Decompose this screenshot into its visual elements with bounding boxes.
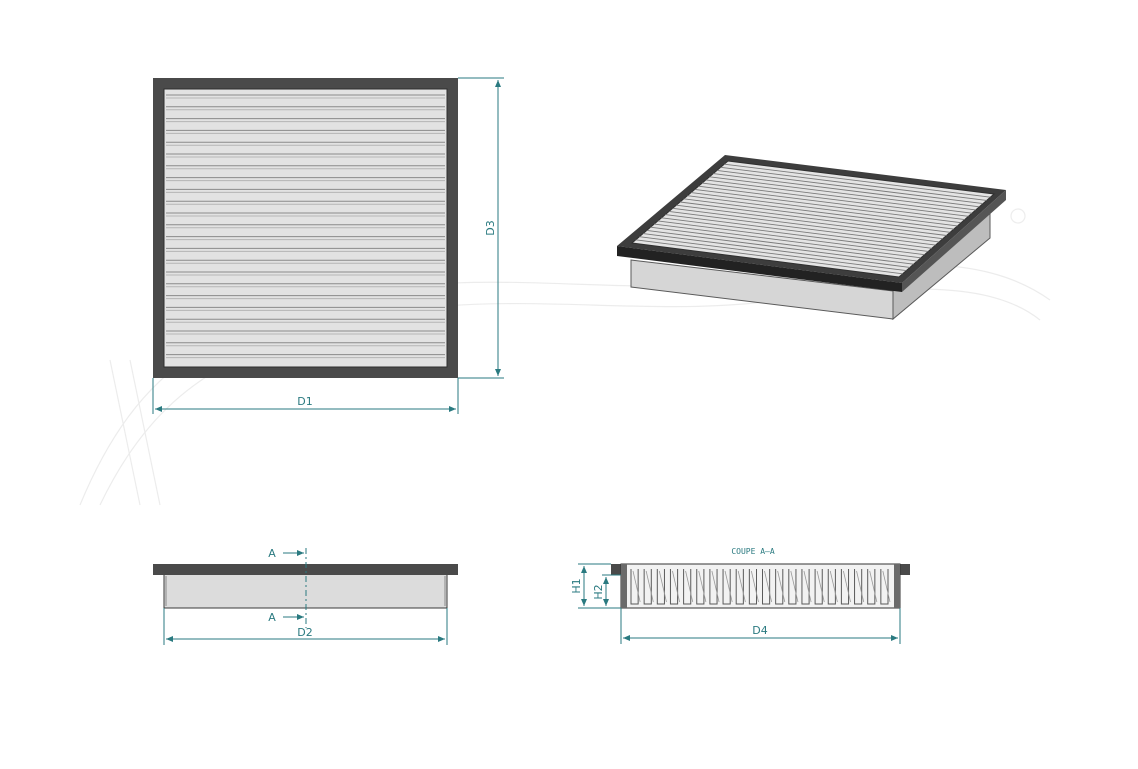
section-pleat	[683, 569, 692, 605]
top-view	[153, 78, 458, 378]
section-pleat	[801, 569, 810, 605]
section-pleat-fold	[645, 570, 654, 603]
section-pleat	[630, 569, 639, 605]
front-view: A A	[153, 547, 458, 628]
top-view-pleats	[166, 94, 445, 359]
dimension-h2: H2	[592, 574, 621, 606]
d4-label: D4	[752, 624, 767, 637]
dimension-d4: D4	[620, 608, 901, 644]
iso-pleat-line	[691, 192, 958, 227]
iso-pleat-line	[672, 207, 940, 243]
section-pleats	[630, 569, 891, 605]
iso-pleat-line	[650, 226, 918, 262]
section-body	[620, 563, 901, 609]
section-pleat	[643, 569, 652, 605]
iso-pleat-line	[694, 188, 962, 224]
iso-pleat-line	[698, 185, 965, 220]
section-pleat	[880, 569, 889, 605]
iso-frame-front-edge	[617, 246, 902, 292]
section-pleat-fold	[724, 570, 733, 603]
iso-pleat-line	[646, 229, 914, 265]
iso-pleat-line	[702, 182, 969, 217]
section-pleat-fold	[816, 570, 825, 603]
dimension-d2: D2	[163, 608, 448, 645]
isometric-view	[617, 155, 1006, 321]
section-pleat	[788, 569, 797, 605]
section-pleat	[840, 569, 850, 605]
dimension-d1: D1	[152, 378, 459, 414]
section-pleat-fold	[869, 570, 878, 603]
iso-pleat-line	[668, 211, 936, 246]
section-right-flange	[900, 564, 910, 575]
front-view-frame	[153, 564, 458, 575]
section-pleat-fold	[698, 570, 707, 603]
section-pleat	[722, 569, 731, 605]
section-view: COUPE A–A	[611, 547, 910, 609]
iso-pleat-line	[661, 217, 929, 252]
section-pleat	[867, 569, 876, 605]
iso-pleat-line	[716, 170, 984, 205]
section-pleat-fold	[658, 570, 667, 603]
section-left-flange	[611, 564, 621, 575]
section-pleat	[696, 569, 705, 605]
iso-pleat-line	[687, 195, 954, 230]
iso-frame-right-edge	[902, 190, 1006, 292]
h2-label: H2	[592, 584, 605, 599]
iso-pleat-line	[709, 176, 976, 211]
section-pleat	[709, 569, 718, 605]
section-pleat	[775, 569, 784, 605]
iso-pleat-line	[643, 233, 911, 268]
dimension-h1: H1	[570, 563, 621, 609]
section-pleat-fold	[856, 570, 865, 603]
dimension-d3: D3	[458, 77, 504, 379]
section-pleat-fold	[737, 570, 746, 603]
section-marker-bottom: A	[268, 611, 276, 624]
iso-pleat-line	[657, 220, 925, 256]
section-pleat	[814, 569, 823, 605]
section-pleat	[735, 569, 744, 605]
section-pleat	[748, 569, 757, 605]
d2-label: D2	[297, 626, 312, 639]
iso-pleat-line	[724, 163, 991, 198]
section-pleat-fold	[750, 570, 759, 603]
iso-pleat-line	[705, 179, 973, 214]
section-title: COUPE A–A	[731, 547, 775, 556]
section-pleat	[656, 569, 665, 605]
section-pleat-fold	[672, 570, 680, 603]
iso-pleat-line	[679, 201, 947, 236]
section-pleat-fold	[685, 570, 694, 603]
section-marker-top: A	[268, 547, 276, 560]
section-pleat-fold	[790, 570, 799, 603]
iso-pleat-line	[720, 166, 987, 201]
iso-pleats	[635, 163, 991, 275]
iso-pleat-line	[635, 239, 903, 275]
h1-label: H1	[570, 578, 583, 593]
section-pleat	[762, 569, 771, 605]
section-pleat-fold	[829, 570, 838, 603]
iso-pleat-line	[665, 214, 932, 249]
d3-label: D3	[484, 220, 497, 235]
section-pleat-fold	[777, 570, 786, 603]
iso-pleat-line	[713, 173, 980, 208]
section-pleat-fold	[632, 570, 641, 603]
iso-pleat-line	[639, 236, 907, 272]
section-pleat	[827, 569, 836, 605]
iso-pleat-line	[654, 223, 921, 259]
d1-label: D1	[297, 395, 312, 408]
section-pleat-fold	[764, 570, 773, 603]
section-pleat-fold	[803, 570, 812, 603]
section-pleat	[854, 569, 863, 605]
section-pleat-fold	[843, 570, 851, 603]
iso-pleat-line	[676, 204, 943, 240]
section-pleat	[669, 569, 679, 605]
section-pleat-fold	[882, 570, 891, 603]
section-pleat-fold	[711, 570, 720, 603]
iso-pleat-line	[683, 198, 951, 233]
